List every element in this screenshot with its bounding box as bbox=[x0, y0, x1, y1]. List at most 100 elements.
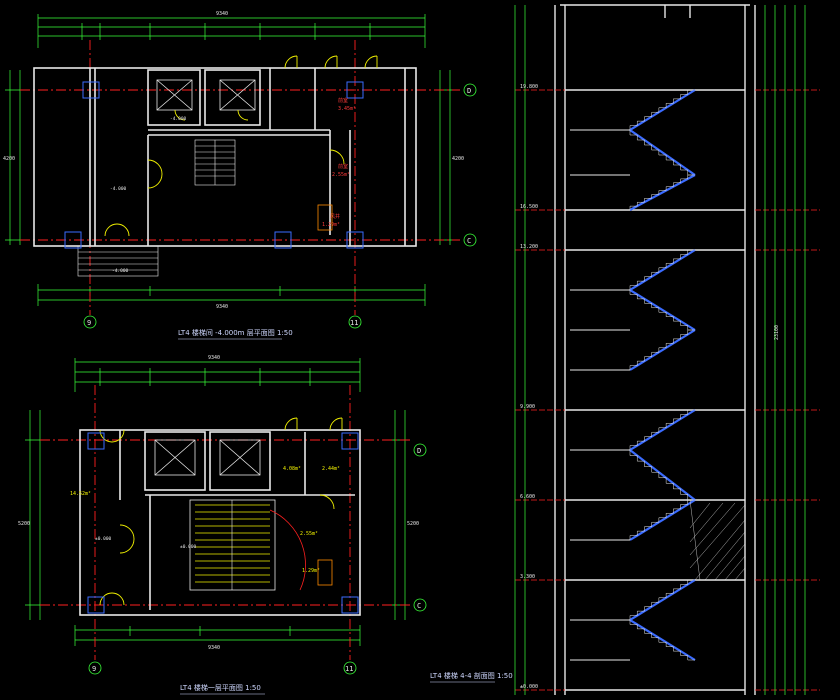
section-stair-step bbox=[629, 615, 638, 620]
section-stair-step bbox=[687, 249, 695, 255]
section-stair-step bbox=[658, 427, 667, 433]
section-stair-step bbox=[644, 436, 652, 442]
section-stair-step bbox=[673, 258, 681, 264]
section-stair-step bbox=[636, 610, 645, 616]
top-plan-dim-chain-bottom bbox=[37, 284, 426, 306]
top-plan-room-note-1: 前室 bbox=[338, 97, 348, 104]
bottom-plan-level-1: ±0.000 bbox=[95, 536, 112, 542]
section-stair-step bbox=[636, 280, 645, 286]
section-stair-step bbox=[636, 360, 645, 366]
section-stair-step bbox=[636, 530, 645, 536]
top-plan-room-area-2: 2.55m² bbox=[332, 172, 350, 178]
top-plan-axes bbox=[20, 40, 460, 315]
axis-label-9-bottom: 9 bbox=[92, 665, 96, 673]
bottom-plan-room-area-5: 1.29m² bbox=[302, 568, 320, 574]
section-stair-flight bbox=[629, 89, 696, 131]
section-stair-step bbox=[644, 461, 652, 467]
section-stair-step bbox=[658, 267, 667, 273]
section-view: 19.80016.50013.2009.9006.6003.300±0.000 … bbox=[430, 4, 820, 695]
section-stair-step bbox=[636, 624, 645, 630]
section-stair-step bbox=[629, 205, 638, 210]
bottom-plan-title: LT4 楼梯一层平面图 1:50 bbox=[180, 683, 261, 692]
section-stair-step bbox=[658, 517, 667, 523]
section-level-label: ±0.000 bbox=[520, 684, 538, 690]
section-stair-step bbox=[687, 579, 695, 585]
section-stair-step bbox=[687, 174, 695, 179]
section-stair-step bbox=[644, 298, 652, 304]
section-stair-step bbox=[651, 303, 659, 309]
section-stair-step bbox=[687, 409, 695, 415]
bottom-plan-elevators bbox=[154, 439, 261, 476]
top-plan-doors bbox=[104, 55, 378, 237]
section-stair-step bbox=[665, 642, 674, 647]
section-hatch bbox=[689, 499, 746, 581]
section-stair-step bbox=[665, 513, 674, 518]
section-stair-step bbox=[658, 190, 667, 195]
bottom-plan-room-area-1: 4.08m² bbox=[283, 466, 301, 472]
section-stair-flight bbox=[629, 579, 696, 621]
section-stair-step bbox=[651, 431, 659, 437]
axis-bubble-c-bottom bbox=[413, 598, 427, 612]
top-plan-side-dims bbox=[5, 70, 455, 245]
section-level-label: 9.900 bbox=[520, 404, 535, 410]
axis-bubble-9-top bbox=[83, 315, 97, 329]
section-stair-step bbox=[665, 343, 674, 348]
top-plan-elevators bbox=[156, 79, 256, 111]
section-stair-step bbox=[636, 135, 645, 141]
section-stair-step bbox=[658, 472, 667, 479]
section-stair-step bbox=[651, 194, 659, 199]
section-stair-step bbox=[629, 450, 638, 456]
section-stair-step bbox=[636, 455, 645, 462]
section-stair-step bbox=[687, 329, 695, 335]
section-stair-flight bbox=[629, 174, 696, 211]
axis-bubble-9-bottom bbox=[88, 661, 102, 675]
section-stair-step bbox=[673, 508, 681, 514]
axis-label-d-bottom: D bbox=[417, 447, 421, 455]
section-stair-step bbox=[665, 312, 674, 317]
axis-label-11-bottom: 11 bbox=[345, 665, 353, 673]
section-stair-flight bbox=[629, 619, 696, 661]
section-stair-step bbox=[644, 276, 652, 282]
axis-label-d-top: D bbox=[467, 87, 471, 95]
section-stair-step bbox=[644, 356, 652, 362]
section-stair-step bbox=[658, 107, 667, 113]
section-walls bbox=[554, 4, 756, 695]
section-stair-step bbox=[651, 633, 659, 639]
top-plan-walls bbox=[33, 67, 417, 247]
section-stair-flight bbox=[629, 329, 696, 371]
axis-bubble-c-top bbox=[463, 233, 477, 247]
section-stair-step bbox=[673, 338, 681, 344]
section-stair-step bbox=[680, 94, 688, 99]
section-stair-flight bbox=[629, 289, 696, 331]
section-stair-step bbox=[644, 628, 652, 634]
section-stair-step bbox=[665, 477, 674, 484]
section-stair-step bbox=[673, 160, 681, 166]
section-stair-step bbox=[665, 186, 674, 191]
section-stair-step bbox=[644, 526, 652, 532]
section-stair-step bbox=[680, 254, 688, 259]
top-plan-room-note-3: 风井 bbox=[330, 213, 340, 220]
top-plan-dim-chain bbox=[37, 14, 426, 48]
section-stair-step bbox=[644, 606, 652, 612]
section-stair-step bbox=[680, 414, 688, 419]
section-dims-right bbox=[514, 5, 806, 695]
section-stair-flight bbox=[629, 499, 696, 541]
section-stair-step bbox=[680, 651, 688, 656]
top-plan-entry-steps bbox=[77, 245, 159, 277]
section-stair-step bbox=[629, 285, 638, 290]
top-plan-level-2: -4.000 bbox=[170, 116, 187, 122]
section-stair-step bbox=[658, 150, 667, 156]
section-stair-step bbox=[673, 588, 681, 594]
top-plan-room-area-1: 3.45m² bbox=[338, 106, 356, 112]
section-stair-step bbox=[680, 334, 688, 339]
top-plan-shaft bbox=[317, 204, 333, 231]
section-title: LT4 楼梯 4-4 剖面图 1:50 bbox=[430, 671, 513, 680]
section-stair-flight bbox=[629, 409, 696, 451]
section-stair-step bbox=[629, 535, 638, 540]
section-stair-step bbox=[658, 637, 667, 643]
section-stair-step bbox=[673, 483, 681, 490]
section-level-label: 6.600 bbox=[520, 494, 535, 500]
section-stair-step bbox=[665, 263, 674, 268]
